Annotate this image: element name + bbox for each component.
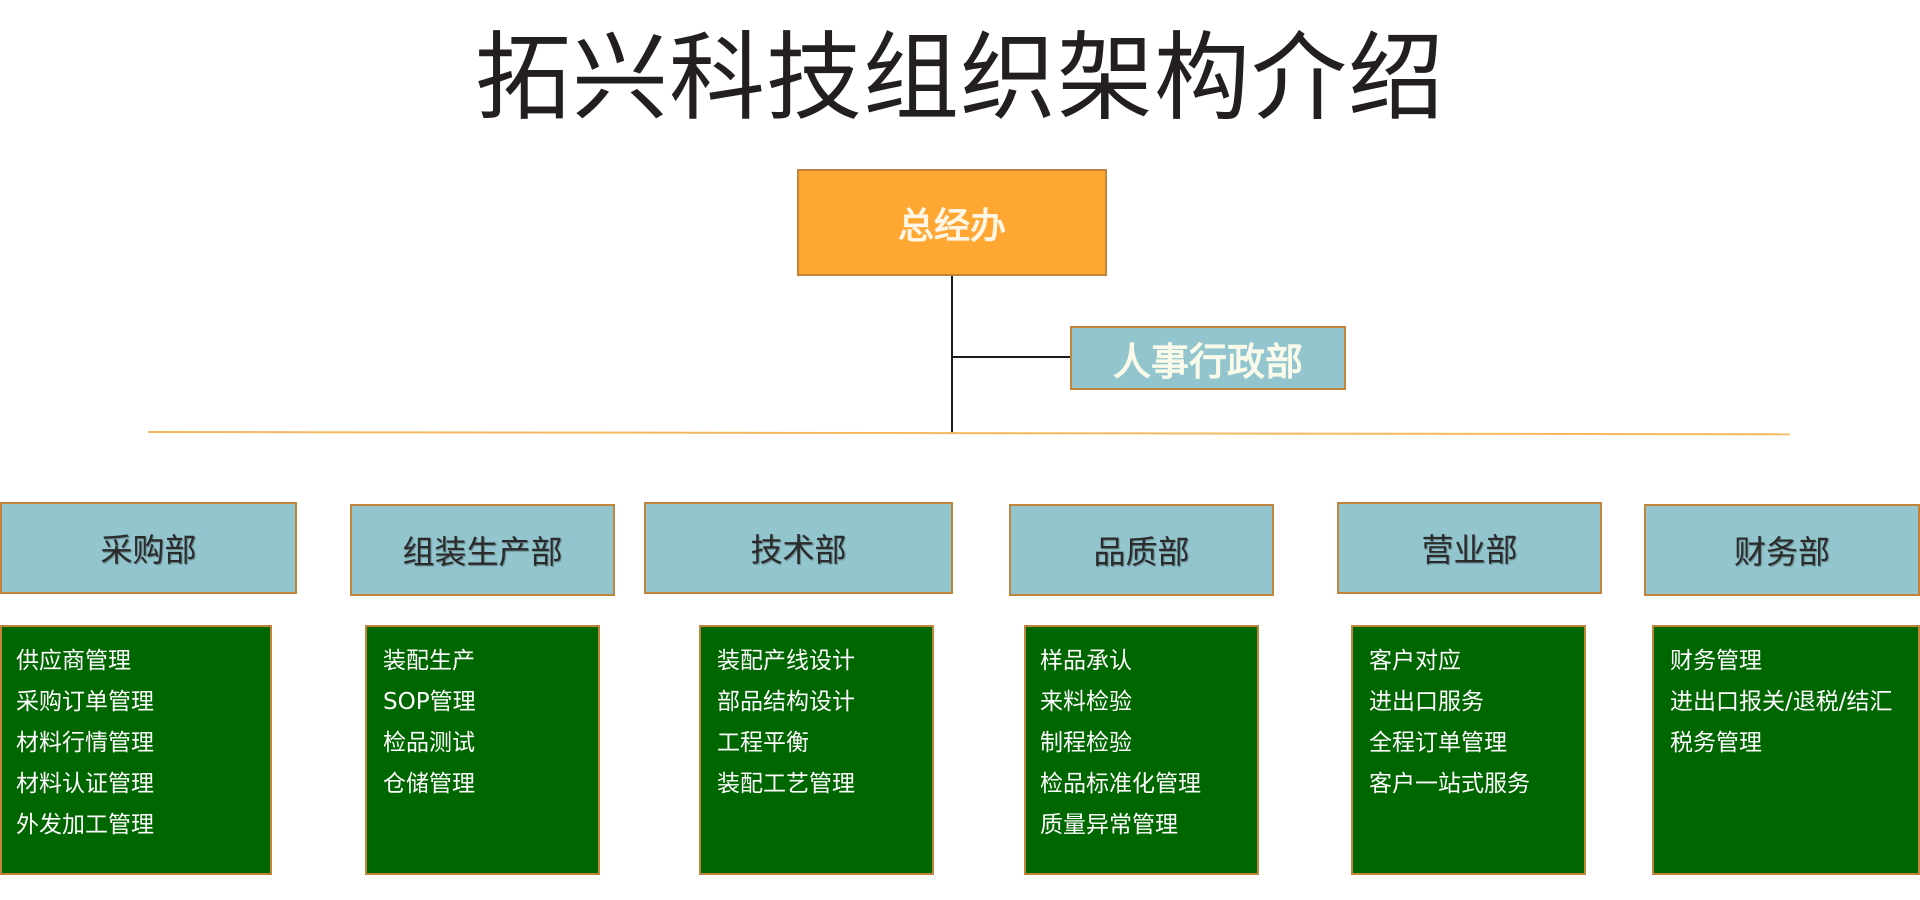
duty-item: 检品标准化管理: [1040, 771, 1201, 797]
duty-box-procurement: 供应商管理 采购订单管理 材料行情管理 材料认证管理 外发加工管理: [0, 625, 272, 875]
department-box-sales: 营业部: [1337, 502, 1602, 594]
duty-box-assembly: 装配生产 SOP管理 检品测试 仓储管理: [365, 625, 600, 875]
duty-item: 外发加工管理: [16, 812, 154, 838]
duty-item: 装配产线设计: [717, 648, 855, 674]
duty-item: 客户对应: [1369, 648, 1461, 674]
duty-item: 检品测试: [383, 730, 475, 756]
duty-item: 供应商管理: [16, 648, 131, 674]
duty-item: 财务管理: [1670, 648, 1762, 674]
department-label: 技术部: [750, 531, 847, 569]
duty-item: 质量异常管理: [1040, 812, 1178, 838]
duty-box-quality: 样品承认 来料检验 制程检验 检品标准化管理 质量异常管理: [1024, 625, 1259, 875]
department-label: 采购部: [100, 531, 197, 569]
duty-box-technology: 装配产线设计 部品结构设计 工程平衡 装配工艺管理: [699, 625, 934, 875]
department-label: 品质部: [1093, 533, 1190, 571]
duty-item: 进出口服务: [1369, 689, 1484, 715]
connector-to-hr: [951, 356, 1070, 358]
department-box-quality: 品质部: [1009, 504, 1274, 596]
duty-item: 工程平衡: [717, 730, 809, 756]
duty-item: 材料行情管理: [16, 730, 154, 756]
duty-item: 装配生产: [383, 648, 475, 674]
department-box-assembly: 组装生产部: [350, 504, 615, 596]
connector-vertical: [951, 276, 953, 433]
hr-admin-label: 人事行政部: [1112, 339, 1303, 384]
hr-admin-box: 人事行政部: [1070, 326, 1346, 390]
duty-item: 全程订单管理: [1369, 730, 1507, 756]
department-box-technology: 技术部: [644, 502, 953, 594]
general-office-box: 总经办: [797, 169, 1107, 276]
duty-item: 客户一站式服务: [1369, 771, 1530, 797]
department-divider-line: [147, 431, 1790, 436]
duty-item: 采购订单管理: [16, 689, 154, 715]
general-office-label: 总经办: [897, 205, 1006, 247]
duty-box-sales: 客户对应 进出口服务 全程订单管理 客户一站式服务: [1351, 625, 1586, 875]
duty-item: 来料检验: [1040, 689, 1132, 715]
duty-item: 税务管理: [1670, 730, 1762, 756]
duty-item: 装配工艺管理: [717, 771, 855, 797]
duty-item: SOP管理: [383, 689, 476, 715]
duty-item: 材料认证管理: [16, 771, 154, 797]
duty-item: 仓储管理: [383, 771, 475, 797]
department-label: 营业部: [1421, 531, 1518, 569]
department-label: 组装生产部: [402, 533, 563, 571]
duty-item: 进出口报关/退税/结汇: [1670, 689, 1893, 715]
department-box-finance: 财务部: [1644, 504, 1920, 596]
page-title: 拓兴科技组织架构介绍: [475, 22, 1445, 134]
department-label: 财务部: [1733, 533, 1830, 571]
duty-item: 样品承认: [1040, 648, 1132, 674]
duty-item: 部品结构设计: [717, 689, 855, 715]
duty-item: 制程检验: [1040, 730, 1132, 756]
duty-box-finance: 财务管理 进出口报关/退税/结汇 税务管理: [1652, 625, 1920, 875]
department-box-procurement: 采购部: [0, 502, 297, 594]
